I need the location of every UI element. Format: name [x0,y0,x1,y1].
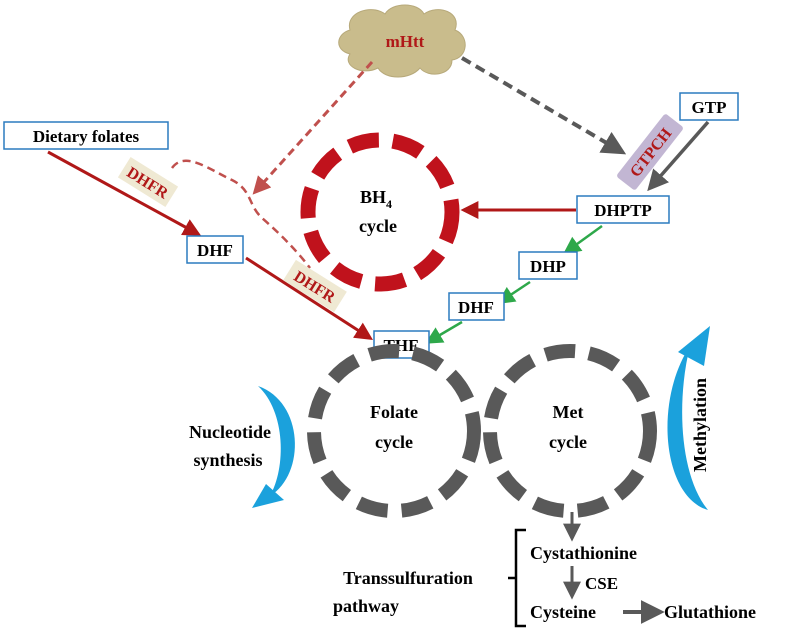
dhf-left-label: DHF [197,241,233,260]
met-label: Met [553,402,584,422]
dhf-to-thf-arrow [424,320,463,344]
mhtt-label: mHtt [386,32,425,51]
dhptp-label: DHPTP [594,201,652,220]
transsulfuration-label-2: pathway [333,596,399,616]
dhf-to-thf-arrow [245,256,374,340]
bh4-cycle-ring [300,132,460,292]
methylation-arrow [667,326,710,510]
dhptp-box [576,195,670,224]
glutathione-label: Glutathione [664,602,756,622]
dhp-to-dhf-arrow [497,280,531,304]
nucleotide-label-1: Nucleotide [189,422,271,442]
folate-cycle-label: cycle [375,432,413,452]
mhtt-to-gtpch-arrow [460,56,627,155]
methylation-label: Methylation [690,378,710,472]
dietary-folates-box [3,121,169,150]
dhfr-enzyme-1: DHFR [117,156,179,208]
transsulfuration-bracket [508,528,526,628]
met-cycle-label: cycle [549,432,587,452]
dhf-right-label: DHF [458,298,494,317]
dhf-left-box [186,235,244,264]
gtpch-enzyme: GTPCH [617,114,683,190]
dhp-box [518,251,578,280]
cse-label: CSE [585,574,618,593]
gtp-to-dhptp-arrow [647,120,710,192]
gtp-box [679,92,739,121]
transsulfuration-label-1: Transsulfuration [343,568,473,588]
bh4-label: BH4 [360,187,392,211]
folates-to-dhf-arrow [47,150,202,236]
dhptp-to-dhp-arrow [563,224,603,255]
folate-label: Folate [370,402,418,422]
mhtt-inhibition-arrow [252,60,374,195]
dhp-label: DHP [530,257,566,276]
dietary-folates-label: Dietary folates [33,127,140,146]
cystathionine-label: Cystathionine [530,543,637,563]
bh4-cycle-label: cycle [359,216,397,236]
bh4-subscript: 4 [386,197,392,211]
mhtt-cloud: mHtt [338,4,466,78]
folate-cycle-ring [307,344,481,518]
gtp-label: GTP [692,98,727,117]
dhf-right-box [448,292,505,321]
cysteine-label: Cysteine [530,602,596,622]
nucleotide-synthesis-arrow [252,386,295,508]
bh4-main: BH [360,187,386,207]
nucleotide-label-2: synthesis [193,450,262,470]
met-cycle-ring [483,344,657,518]
inhibition-dashed-curve [170,159,311,269]
